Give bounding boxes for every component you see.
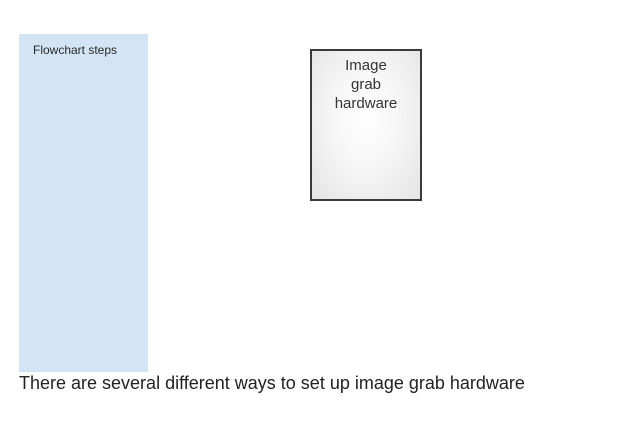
flowchart-steps-label: Flowchart steps — [33, 43, 118, 57]
image-grab-hardware-node[interactable]: Image grab hardware — [310, 49, 422, 201]
node-label-line-1: Image — [345, 57, 387, 74]
flowchart-steps-panel: Flowchart steps — [19, 34, 148, 372]
node-label-line-2: grab — [350, 76, 382, 93]
node-label: Image grab hardware — [312, 56, 420, 113]
diagram-caption: There are several different ways to set … — [19, 373, 525, 393]
node-label-line-3: hardware — [334, 95, 398, 112]
